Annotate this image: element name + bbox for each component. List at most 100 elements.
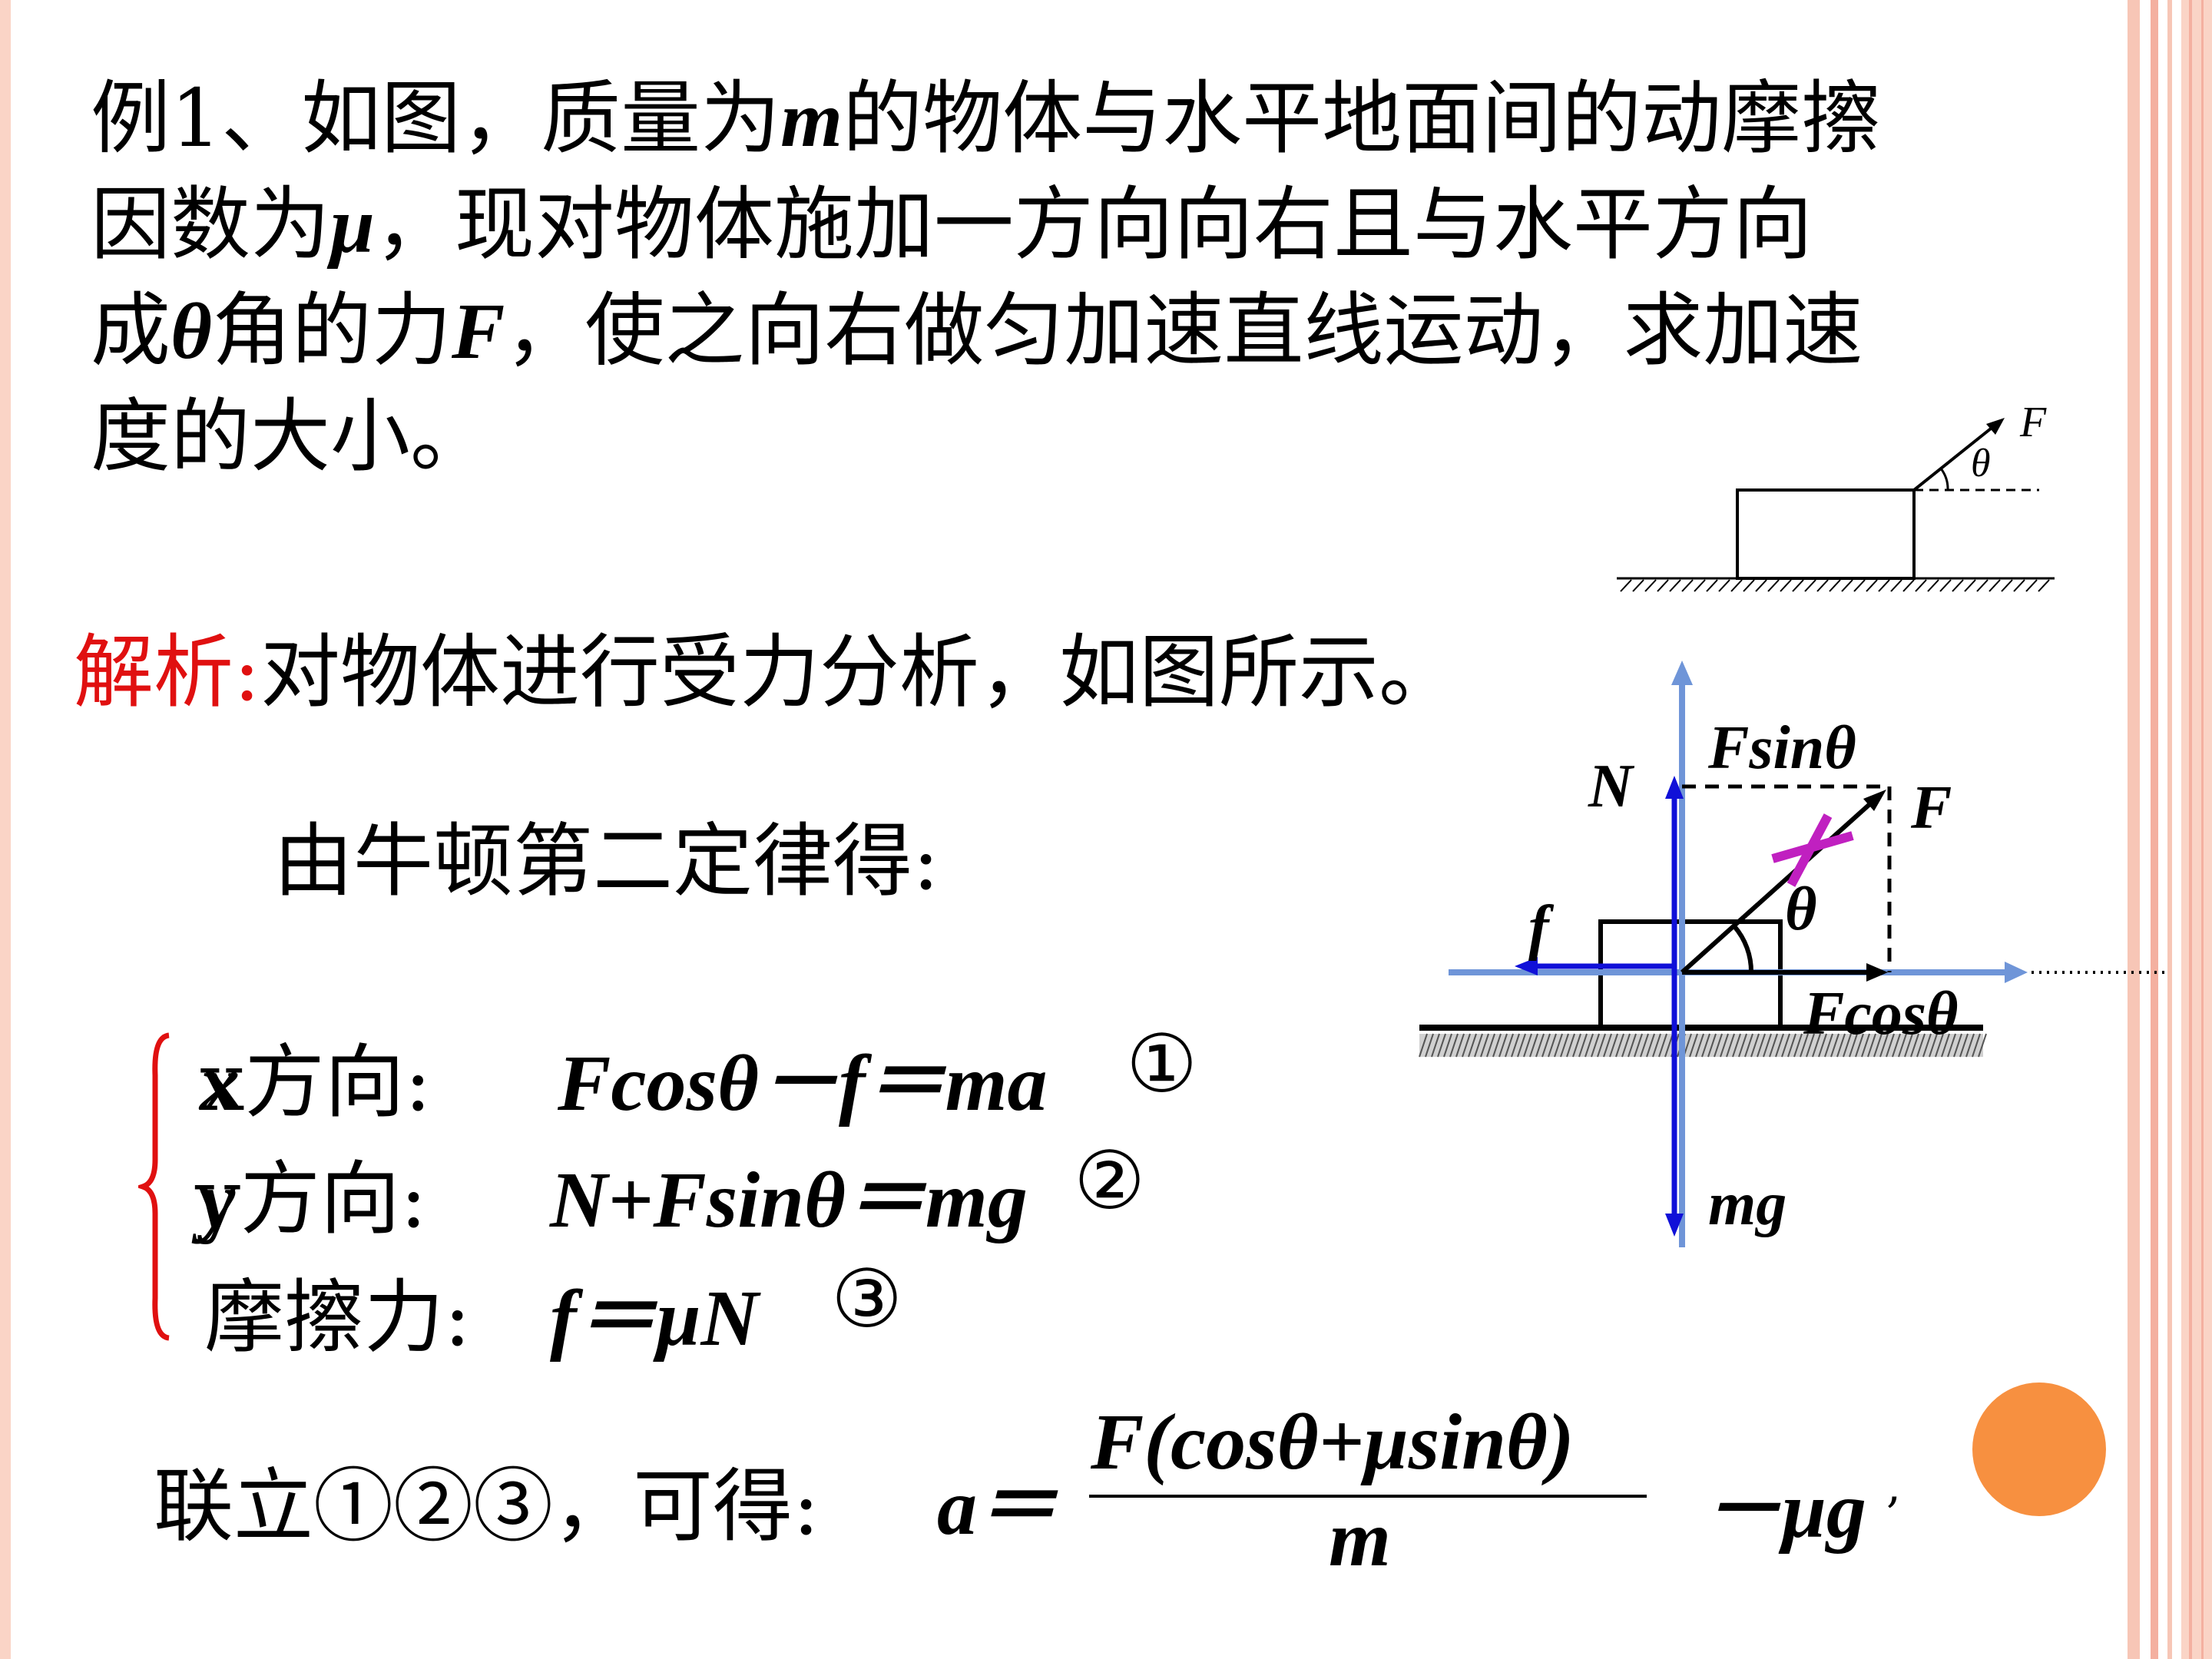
hatch-mark <box>1449 1033 1459 1058</box>
hatch-mark <box>1523 1033 1532 1058</box>
problem-text: ，使之向右做匀加速直线运动，求加速 <box>505 283 1863 377</box>
hatch-mark <box>1714 1033 1723 1058</box>
problem-text: 角的力 <box>212 283 452 377</box>
equation-y-num: ② <box>1074 1134 1146 1227</box>
hatch-mark <box>1646 1033 1655 1058</box>
hatch-mark <box>1738 1033 1747 1058</box>
hatch-mark <box>1947 1033 1956 1058</box>
hatch-mark <box>1486 1033 1495 1058</box>
analysis-line: 解析:对物体进行受力分析，如图所示。 <box>74 607 1459 723</box>
equation-y: yy方向: <box>195 1134 427 1250</box>
angle-arc <box>1939 468 1949 491</box>
equation-x-expr: Fcosθ－f＝ma <box>558 1039 1048 1128</box>
hatch-mark <box>1953 1033 1962 1058</box>
hatch-mark <box>1935 1033 1944 1058</box>
hatch-mark <box>1597 1033 1606 1058</box>
analysis-label: 解析: <box>74 625 261 719</box>
hatch-mark <box>1615 1033 1624 1058</box>
mass-variable: m <box>780 75 843 164</box>
result-lhs: a＝ <box>937 1463 1058 1551</box>
hatch-mark <box>1726 1033 1735 1058</box>
result-denominator: m <box>1329 1495 1391 1583</box>
eq-label-var: y <box>200 1156 236 1244</box>
hatch-mark <box>1584 1033 1594 1058</box>
equation-x-num: ① <box>1126 1017 1198 1111</box>
problem-line-3: 成θ角的力F，使之向右做匀加速直线运动，求加速 <box>91 278 2041 384</box>
hatch-mark <box>1603 1033 1612 1058</box>
hatch-mark <box>1818 1033 1827 1058</box>
result-tail: －μg <box>1702 1466 1866 1555</box>
hatch-mark <box>1750 1033 1760 1058</box>
hatch-mark <box>1669 579 1681 592</box>
hatch-mark <box>1609 1033 1618 1058</box>
hatch-mark <box>1681 579 1694 592</box>
angle-arc <box>1732 925 1754 973</box>
hatch-mark <box>1730 579 1743 592</box>
hatch-mark <box>1952 579 1964 592</box>
hatch-mark <box>1939 579 1952 592</box>
hatch-mark <box>1898 1033 1907 1058</box>
hatch-mark <box>1879 1033 1889 1058</box>
hatch-mark <box>1529 1033 1538 1058</box>
hatch-mark <box>1916 1033 1926 1058</box>
hatch-mark <box>1474 1033 1483 1058</box>
applied-force-label: F <box>1910 774 1952 842</box>
hatch-marks <box>1620 579 2050 592</box>
newton-law-line: 由牛顿第二定律得: <box>273 814 940 908</box>
hatch-mark <box>2013 579 2025 592</box>
hatch-mark <box>1572 1033 1581 1058</box>
theta-variable: θ <box>171 287 212 376</box>
hatch-mark <box>1927 579 1939 592</box>
hatch-mark <box>1591 1033 1600 1058</box>
hatch-mark <box>1468 1033 1477 1058</box>
hatch-mark <box>1978 1033 1987 1058</box>
hatch-mark <box>1757 1033 1766 1058</box>
hatch-mark <box>1755 579 1767 592</box>
hatch-mark <box>1511 1033 1520 1058</box>
hatch-mark <box>1517 1033 1526 1058</box>
force-variable: F <box>452 287 505 376</box>
hatch-mark <box>1620 579 1632 592</box>
hatch-mark <box>1806 1033 1815 1058</box>
y-axis-arrow <box>1671 661 1693 685</box>
eq-label: y方向: <box>195 1152 427 1246</box>
problem-line-1: 例1、如图，质量为m的物体与水平地面间的动摩擦 <box>91 66 2041 172</box>
left-brace <box>138 1032 170 1341</box>
decorative-orange-circle <box>1972 1382 2106 1516</box>
block <box>1736 488 1916 580</box>
hatch-mark <box>1910 1033 1919 1058</box>
problem-line-2: 因数为μ，现对物体施加一方向向右且与水平方向 <box>91 172 2041 278</box>
analysis-text: 对物体进行受力分析，如图所示。 <box>260 625 1459 719</box>
hatch-mark <box>1763 1033 1772 1058</box>
hatch-mark <box>1644 579 1657 592</box>
hatch-mark <box>1904 1033 1913 1058</box>
hatch-mark <box>1781 1033 1790 1058</box>
hatch-mark <box>1787 1033 1796 1058</box>
hatch-mark <box>1915 579 1927 592</box>
applied-force-head <box>1863 790 1886 811</box>
problem-text: ，现对物体施加一方向向右且与水平方向 <box>374 177 1813 271</box>
hatch-mark <box>1628 1033 1637 1058</box>
hatch-mark <box>1658 1033 1667 1058</box>
hatch-mark <box>2001 579 2013 592</box>
hatch-mark <box>1792 579 1804 592</box>
problem-text: 成 <box>91 283 171 377</box>
hatch-mark <box>2025 579 2038 592</box>
hatch-mark <box>1964 579 1976 592</box>
hatch-mark <box>1578 1033 1588 1058</box>
hatch-mark <box>1505 1033 1514 1058</box>
eq-label-var: x <box>200 1039 240 1128</box>
hatch-mark <box>1535 1033 1545 1058</box>
hatch-mark <box>1498 1033 1508 1058</box>
hatch-mark <box>1829 579 1841 592</box>
hatch-mark <box>1634 1033 1643 1058</box>
hatch-mark <box>1804 579 1816 592</box>
hatch-mark <box>1866 579 1878 592</box>
hatch-mark <box>1769 1033 1778 1058</box>
hatch-mark <box>1892 1033 1901 1058</box>
problem-text: 的物体与水平地面间的动摩擦 <box>843 71 1882 165</box>
hatch-mark <box>1849 1033 1858 1058</box>
result-prefix: 联立①②③，可得: <box>154 1459 820 1553</box>
hatch-mark <box>1640 1033 1649 1058</box>
hatch-mark <box>1816 579 1829 592</box>
